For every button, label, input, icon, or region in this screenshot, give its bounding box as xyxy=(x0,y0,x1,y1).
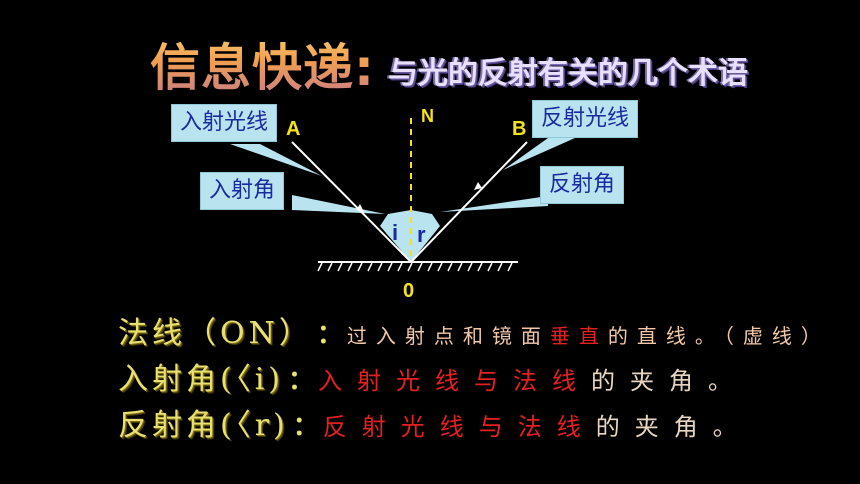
callout-pointer-incident-angle xyxy=(292,195,385,214)
point-label-o: 0 xyxy=(403,280,415,302)
callout-reflected-ray: 反射光线 xyxy=(532,100,639,138)
term-colon: ： xyxy=(292,412,319,442)
slide-subtitle: 与光的反射有关的几个术语 xyxy=(388,56,748,91)
desc-reflected-angle-part1: 反射光线与法线 xyxy=(322,413,596,441)
callout-incident-ray: 入射光线 xyxy=(171,104,278,142)
callout-reflected-angle: 反射角 xyxy=(540,166,625,204)
term-colon: ： xyxy=(288,366,315,396)
point-label-n: N xyxy=(421,106,434,126)
definition-normal: 法线（ON） ： 过入射点和镜面垂直的直线。（虚线） xyxy=(118,308,830,354)
desc-normal-highlight: 垂直 xyxy=(549,324,608,348)
point-label-a: A xyxy=(286,118,301,140)
term-reflected-angle: 反射角(〈r) xyxy=(118,408,289,443)
angle-label-r: r xyxy=(417,222,426,247)
desc-reflected-angle-part2: 的夹角。 xyxy=(595,413,752,441)
term-normal: 法线（ON） xyxy=(118,316,313,351)
callout-pointer-reflected-ray xyxy=(503,138,575,170)
incident-ray xyxy=(291,141,412,263)
incident-arrow xyxy=(356,204,364,212)
definition-incident-angle: 入射角(〈i) ： 入射光线与法线的夹角。 xyxy=(118,354,830,400)
reflected-arrow xyxy=(474,182,482,190)
callout-pointer-reflected-angle xyxy=(440,196,548,212)
slide-title: 信息快递: xyxy=(150,28,375,100)
callout-incident-angle: 入射角 xyxy=(200,172,285,210)
term-colon: ： xyxy=(316,320,343,350)
angle-r-area xyxy=(411,210,440,262)
desc-normal-part2: 的直线。（虚线） xyxy=(607,324,830,348)
callout-pointer-incident-ray xyxy=(230,144,322,176)
definitions-list: 法线（ON） ： 过入射点和镜面垂直的直线。（虚线） 入射角(〈i) ： 入射光… xyxy=(118,308,830,446)
angle-i-area xyxy=(380,210,411,262)
desc-incident-angle-part2: 的夹角。 xyxy=(591,367,748,395)
desc-incident-angle-part1: 入射光线与法线 xyxy=(318,367,592,395)
reflected-ray xyxy=(410,141,528,263)
definition-reflected-angle: 反射角(〈r) ： 反射光线与法线的夹角。 xyxy=(118,400,830,446)
term-incident-angle: 入射角(〈i) xyxy=(118,362,285,397)
mirror-hatching xyxy=(317,262,513,272)
point-label-b: B xyxy=(512,118,527,140)
angle-label-i: i xyxy=(392,220,399,245)
desc-normal-part1: 过入射点和镜面 xyxy=(346,324,550,348)
